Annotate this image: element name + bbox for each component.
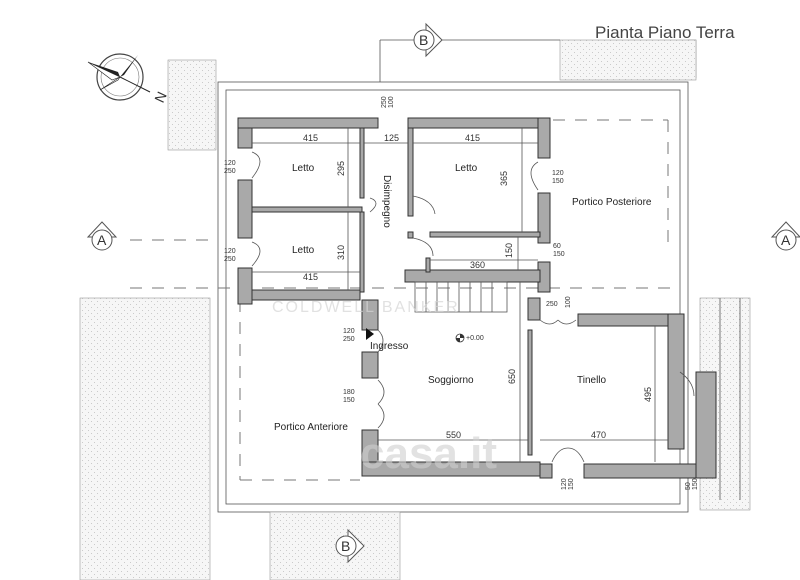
dim-dining-depth: 495 [643, 387, 653, 402]
room-label-rear-porch: Portico Posteriore [572, 197, 652, 208]
opening-living-b: 150 [343, 397, 355, 404]
dim-bed3-depth: 365 [499, 171, 509, 186]
compass-rose: N [87, 53, 170, 105]
svg-text:A: A [781, 232, 791, 248]
section-marker-right: A [770, 221, 800, 251]
dim-dining-width: 470 [591, 430, 606, 440]
watermark-secondary: COLDWELL BANKER [272, 299, 460, 316]
opening-bed1-a: 120 [224, 160, 236, 167]
dim-bed2-depth: 310 [336, 245, 346, 260]
room-label-bedroom-2: Letto [292, 245, 315, 256]
room-label-corridor: Disimpegno [381, 175, 392, 228]
svg-text:A: A [97, 232, 107, 248]
dim-bed1-width: 415 [303, 133, 318, 143]
entrance-arrow-icon [366, 328, 374, 340]
opening-dining-top-b: 100 [565, 296, 572, 308]
opening-hall-a: 60 [553, 243, 561, 250]
walls [237, 117, 717, 479]
compass-north-label: N [151, 89, 170, 105]
opening-dining-top-a: 250 [546, 301, 558, 308]
opening-entrance-a: 120 [343, 328, 355, 335]
watermark-main: casa.it [360, 429, 497, 478]
dim-bed1-depth: 295 [336, 161, 346, 176]
stairs [414, 281, 508, 313]
plan-title: Pianta Piano Terra [595, 23, 735, 42]
room-label-dining: Tinello [577, 375, 607, 386]
dim-living-width: 550 [446, 430, 461, 440]
doors [251, 151, 695, 463]
opening-top-corridor-a: 100 [388, 96, 395, 108]
dimension-lines [252, 128, 668, 462]
svg-text:B: B [341, 538, 350, 554]
level-label: +0.00 [466, 335, 484, 342]
opening-hall-b: 150 [553, 251, 565, 258]
dim-living-depth: 650 [507, 369, 517, 384]
opening-bed3-b: 150 [552, 178, 564, 185]
room-label-entrance: Ingresso [370, 341, 409, 352]
opening-dining-right-b: 150 [692, 478, 699, 490]
svg-text:B: B [419, 32, 428, 48]
opening-dining-right-a: 50 [685, 482, 692, 490]
room-label-bedroom-3: Letto [455, 163, 478, 174]
section-marker-bottom: B [335, 528, 365, 564]
opening-bed2-b: 250 [224, 256, 236, 263]
room-label-front-porch: Portico Anteriore [274, 422, 348, 433]
opening-dining-bottom-a: 120 [561, 478, 568, 490]
section-marker-left: A [86, 221, 118, 251]
level-marker-icon [455, 333, 465, 343]
opening-living-a: 180 [343, 389, 355, 396]
opening-entrance-b: 250 [343, 336, 355, 343]
dim-bed2-width: 415 [303, 272, 318, 282]
dim-hall-width: 360 [470, 260, 485, 270]
dim-hall-depth: 150 [504, 243, 514, 258]
dim-bed3-width: 415 [465, 133, 480, 143]
opening-bed1-b: 250 [224, 168, 236, 175]
opening-bed3-a: 120 [552, 170, 564, 177]
room-label-living: Soggiorno [428, 375, 474, 386]
opening-dining-bottom-b: 150 [568, 478, 575, 490]
room-label-bedroom-1: Letto [292, 163, 315, 174]
section-marker-top: B [413, 22, 443, 58]
opening-top-corridor-b: 250 [381, 96, 388, 108]
opening-bed2-a: 120 [224, 248, 236, 255]
dim-corridor-width: 125 [384, 133, 399, 143]
